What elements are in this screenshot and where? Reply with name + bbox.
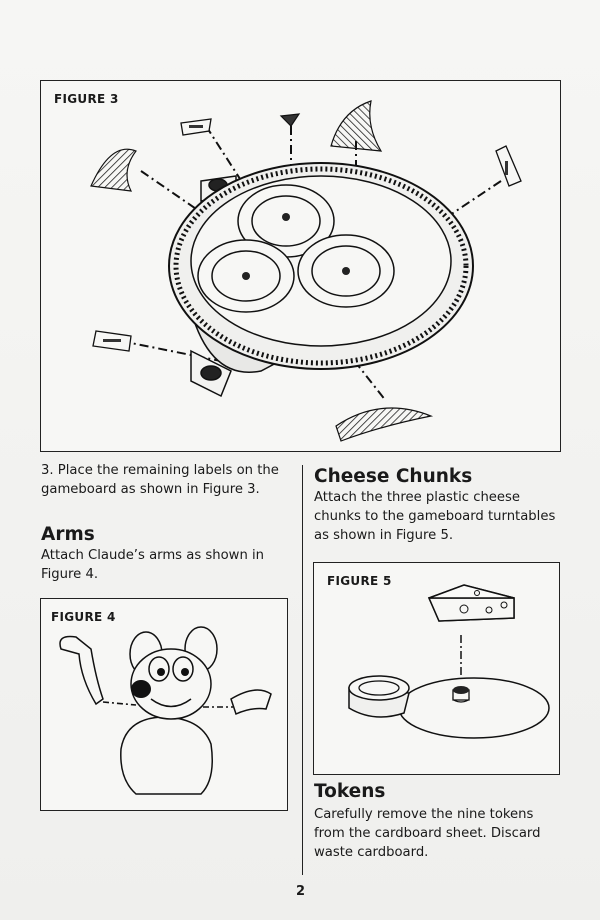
- cheese-turntable-diagram: [348, 584, 550, 739]
- arms-line2: Figure 4.: [41, 567, 99, 582]
- figure-3-label: FIGURE 3: [54, 92, 119, 106]
- tokens-line3: waste cardboard.: [314, 845, 429, 860]
- page-number: 2: [296, 884, 306, 899]
- tokens-line1: Carefully remove the nine tokens: [314, 807, 534, 822]
- claude-mouse-diagram: [59, 626, 272, 795]
- cheese-line3: as shown in Figure 5.: [314, 528, 454, 543]
- tokens-line2: from the cardboard sheet. Discard: [314, 826, 541, 841]
- step3-line1: 3. Place the remaining labels on the: [41, 463, 279, 478]
- tokens-text: Carefully remove the nine tokens from th…: [314, 805, 540, 862]
- step3-line2: gameboard as shown in Figure 3.: [41, 482, 260, 497]
- figure-5-box: FIGURE 5: [313, 562, 560, 775]
- step3-text: 3. Place the remaining labels on the gam…: [41, 461, 279, 499]
- arms-line1: Attach Claude’s arms as shown in: [41, 548, 265, 563]
- cheese-chunks-heading: Cheese Chunks: [314, 466, 473, 487]
- cheese-line2: chunks to the gameboard turntables: [314, 509, 556, 524]
- figure-4-label: FIGURE 4: [51, 610, 116, 624]
- figure-5-label: FIGURE 5: [327, 574, 392, 588]
- cheese-line1: Attach the three plastic cheese: [314, 490, 521, 505]
- tokens-heading: Tokens: [314, 781, 386, 802]
- figure-4-box: FIGURE 4: [40, 598, 288, 811]
- gameboard-diagram: [90, 100, 522, 442]
- cheese-chunks-text: Attach the three plastic cheese chunks t…: [314, 488, 555, 545]
- arms-heading: Arms: [41, 524, 95, 545]
- figure-3-box: FIGURE 3: [40, 80, 561, 452]
- column-divider: [302, 465, 304, 875]
- arms-text: Attach Claude’s arms as shown in Figure …: [41, 546, 264, 584]
